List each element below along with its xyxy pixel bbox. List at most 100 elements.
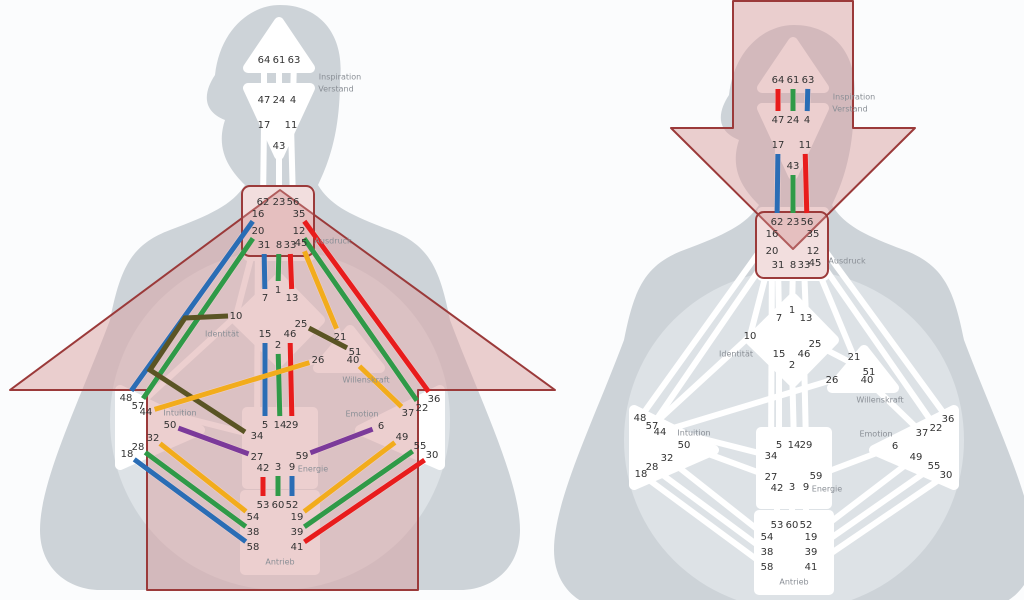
channel-41-30: [303, 458, 426, 544]
gate-37: 37: [402, 408, 415, 419]
gate-35: 35: [807, 229, 820, 240]
channel-path: [810, 232, 951, 421]
channel-8-1: [275, 253, 282, 282]
arrow-up-overlay: [9, 189, 556, 591]
gate-14: 14: [788, 440, 801, 451]
center-label-verstand: Verstand: [318, 85, 353, 94]
gate-27: 27: [765, 472, 778, 483]
center-label-identitaet: Identität: [205, 330, 239, 339]
gate-15: 15: [773, 349, 786, 360]
gate-25: 25: [809, 339, 822, 350]
gate-32: 32: [147, 433, 160, 444]
gate-36: 36: [942, 414, 955, 425]
gate-55: 55: [928, 461, 941, 472]
gate-46: 46: [798, 349, 811, 360]
gate-47: 47: [258, 95, 271, 106]
gate-56: 56: [801, 217, 814, 228]
gate-48: 48: [634, 413, 647, 424]
gate-61: 61: [787, 75, 800, 86]
gate-33: 33: [798, 260, 811, 271]
gate-34: 34: [765, 451, 778, 462]
gate-59: 59: [810, 471, 823, 482]
gate-43: 43: [273, 141, 286, 152]
channel-35-36: [302, 219, 431, 394]
gate-39: 39: [805, 547, 818, 558]
gate-7: 7: [262, 293, 268, 304]
heart-center: [827, 345, 899, 393]
gate-7: 7: [776, 313, 782, 324]
gate-30: 30: [940, 470, 953, 481]
gate-11: 11: [799, 140, 812, 151]
gate-49: 49: [910, 452, 923, 463]
gate-2: 2: [275, 340, 281, 351]
gate-13: 13: [286, 293, 299, 304]
gate-28: 28: [646, 462, 659, 473]
gate-47: 47: [772, 115, 785, 126]
gate-4: 4: [804, 115, 810, 126]
center-label-antrieb: Antrieb: [265, 558, 294, 567]
gate-51: 51: [863, 367, 876, 378]
gate-52: 52: [800, 520, 813, 531]
gate-1: 1: [275, 285, 281, 296]
gate-9: 9: [289, 462, 295, 473]
gate-54: 54: [247, 512, 260, 523]
gate-39: 39: [291, 527, 304, 538]
gate-29: 29: [286, 420, 299, 431]
gate-6: 6: [892, 441, 898, 452]
gate-42: 42: [771, 483, 784, 494]
gate-44: 44: [654, 427, 667, 438]
center-label-ausdruck: Ausdruck: [828, 257, 866, 266]
gate-30: 30: [426, 450, 439, 461]
gate-29: 29: [800, 440, 813, 451]
center-label-intuition: Intuition: [677, 429, 710, 438]
gate-46: 46: [284, 329, 297, 340]
gate-31: 31: [258, 240, 271, 251]
channel-18-58: [132, 457, 248, 544]
gate-50: 50: [164, 420, 177, 431]
gate-57: 57: [646, 421, 659, 432]
center-label-emotion: Emotion: [859, 430, 892, 439]
channel-28-38: [143, 450, 248, 529]
gate-38: 38: [761, 547, 774, 558]
gate-58: 58: [761, 562, 774, 573]
gate-16: 16: [252, 209, 265, 220]
gate-17: 17: [772, 140, 785, 151]
channel-46-29: [287, 342, 295, 417]
gate-13: 13: [800, 313, 813, 324]
gate-14: 14: [274, 420, 287, 431]
channel-25-51: [307, 325, 349, 351]
gate-36: 36: [428, 394, 441, 405]
gate-40: 40: [861, 375, 874, 386]
center-label-inspiration: Inspiration: [319, 73, 361, 82]
gate-61: 61: [273, 55, 286, 66]
gate-54: 54: [761, 532, 774, 543]
gate-44: 44: [140, 407, 153, 418]
gate-49: 49: [396, 432, 409, 443]
ajna-center: [243, 83, 315, 160]
channel-45-21: [302, 250, 339, 330]
gate-31: 31: [772, 260, 785, 271]
gate-17: 17: [258, 120, 271, 131]
channel-32-54: [158, 441, 248, 514]
center-label-inspiration: Inspiration: [833, 93, 875, 102]
gate-53: 53: [771, 520, 784, 531]
gate-64: 64: [258, 55, 271, 66]
gate-1: 1: [789, 305, 795, 316]
gate-56: 56: [287, 197, 300, 208]
gate-2: 2: [789, 360, 795, 371]
center-label-ausdruck: Ausdruck: [314, 237, 352, 246]
gate-43: 43: [787, 161, 800, 172]
gate-18: 18: [121, 449, 134, 460]
gate-21: 21: [334, 332, 347, 343]
center-label-energie: Energie: [298, 465, 328, 474]
gate-38: 38: [247, 527, 260, 538]
channel-path: [649, 249, 775, 428]
gate-3: 3: [275, 462, 281, 473]
gate-53: 53: [257, 500, 270, 511]
gate-16: 16: [766, 229, 779, 240]
channel-path: [659, 377, 833, 435]
gate-15: 15: [259, 329, 272, 340]
channel-6-59: [309, 426, 374, 456]
gate-26: 26: [826, 375, 839, 386]
